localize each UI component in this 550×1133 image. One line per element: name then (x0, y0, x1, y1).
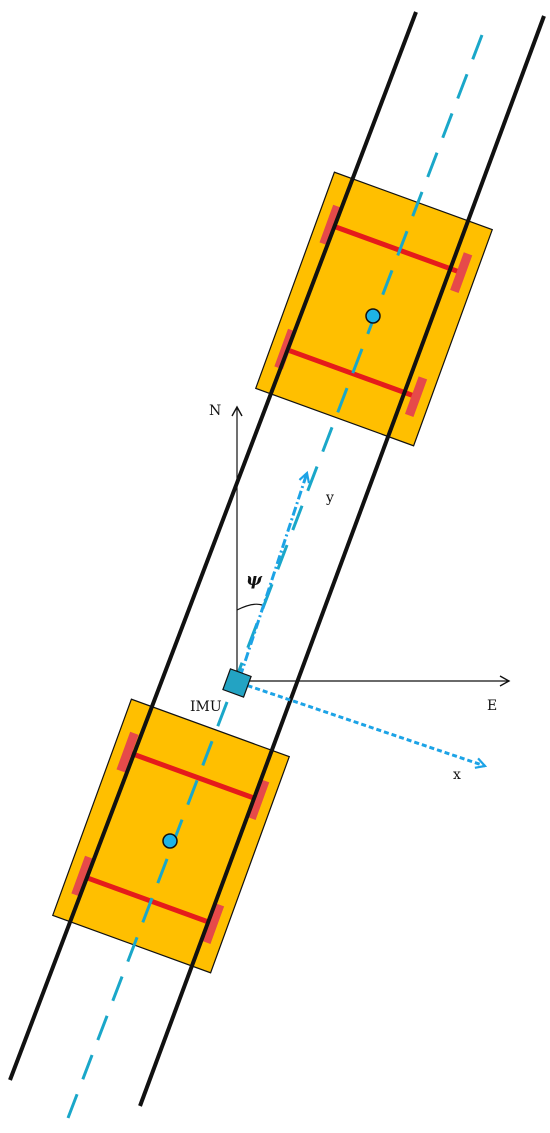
heading-angle-label: ψ (246, 570, 263, 590)
wheel (247, 779, 270, 820)
rear-axle (285, 346, 417, 399)
north-label: N (209, 403, 221, 419)
wheel (201, 903, 225, 945)
east-label: E (487, 698, 497, 714)
rear-axle (82, 873, 214, 926)
imu-sensor-icon (222, 668, 252, 698)
heading-angle-arc (236, 603, 263, 611)
right-rail (138, 15, 546, 1107)
left-rail (8, 11, 418, 1081)
front-axle (330, 222, 462, 275)
wheel (404, 376, 428, 418)
wheel (71, 855, 94, 897)
front-axle (127, 749, 259, 802)
x-axis-label: x (453, 767, 461, 783)
body-y-axis (238, 473, 307, 678)
wheel (116, 731, 139, 773)
imu-label: IMU (190, 699, 222, 715)
y-axis-label: y (325, 490, 334, 506)
pivot-point-icon (162, 833, 178, 849)
body-x-axis (239, 681, 485, 766)
pivot-point-icon (365, 308, 381, 324)
wheel (450, 252, 473, 293)
track-centerline (66, 34, 484, 1119)
wheel (319, 204, 342, 246)
